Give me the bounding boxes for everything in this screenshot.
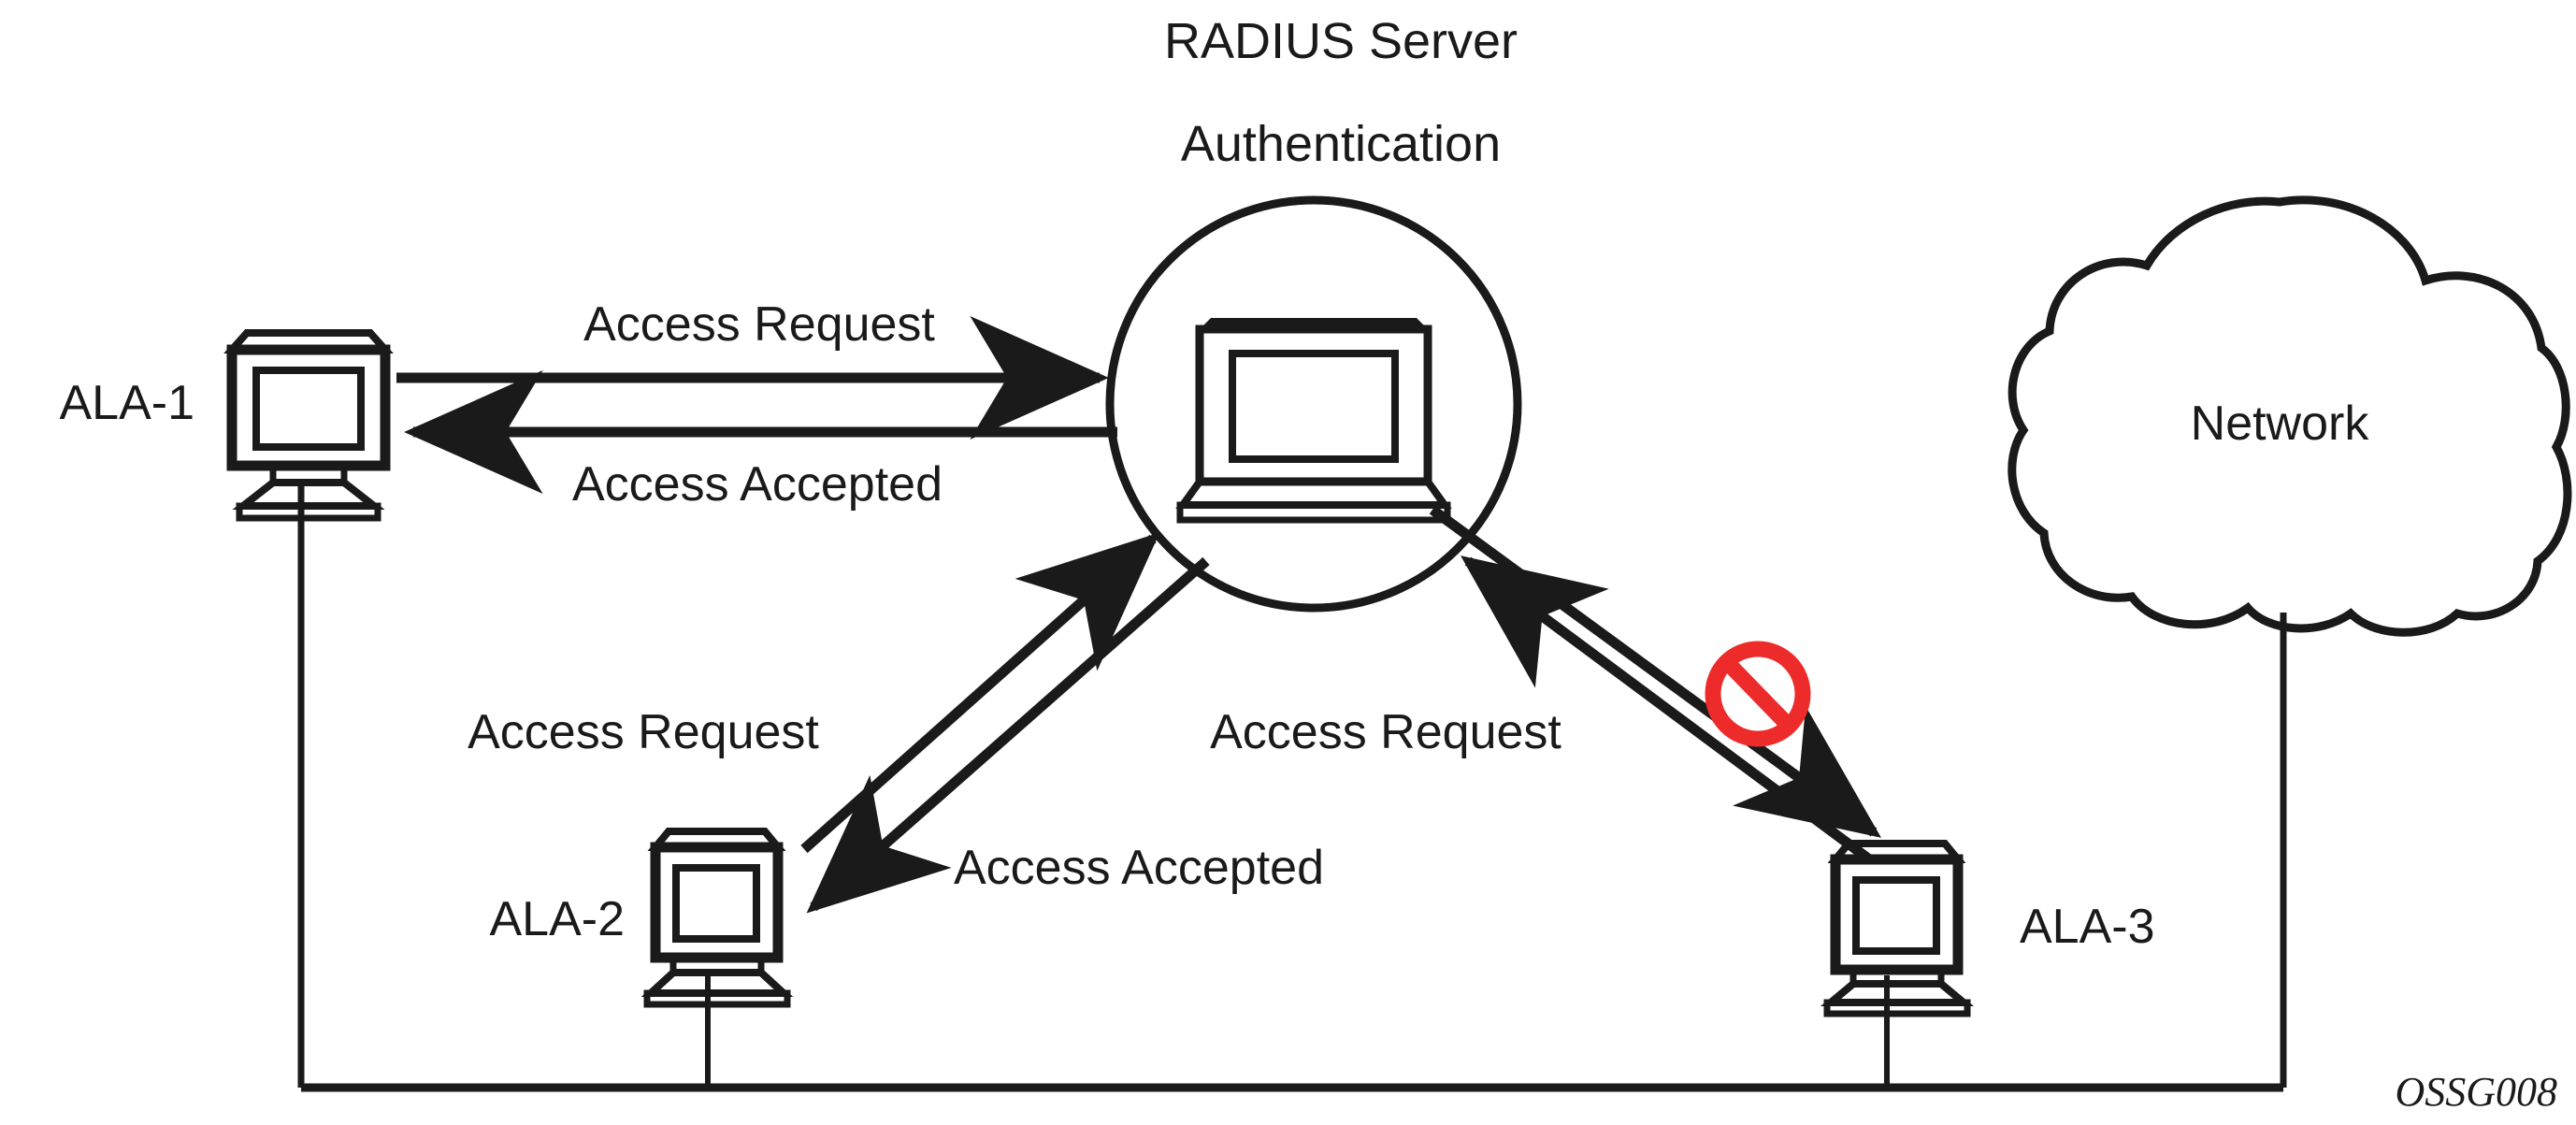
- workstation-ala-3[interactable]: ALA-3: [1820, 840, 2155, 1017]
- radius-server-node[interactable]: [1105, 195, 1522, 613]
- flow-ala3-rejected-arrow: [1429, 505, 1881, 838]
- workstation-ala-2[interactable]: ALA-2: [489, 828, 794, 1008]
- network-bus: [297, 479, 2287, 1092]
- ala-2-screen: [672, 864, 760, 943]
- flow-ala2-accepted-arrow: [806, 556, 1210, 914]
- ala-2-label: ALA-2: [489, 892, 625, 946]
- network-cloud-node[interactable]: Network: [2008, 195, 2572, 637]
- cloud-outline: [2008, 195, 2572, 637]
- laptop-screen: [1229, 350, 1399, 463]
- ala-3-label: ALA-3: [2020, 900, 2155, 954]
- laptop-icon: [1175, 318, 1452, 524]
- flow-label-access-request-3: Access Request: [1210, 705, 1561, 759]
- flow-ala2-request-arrow: [800, 532, 1160, 854]
- prohibition-icon: [1705, 641, 1811, 747]
- flow-label-access-request-2: Access Request: [468, 705, 819, 759]
- ala-1-screen: [252, 367, 365, 451]
- watermark-label: OSSG008: [2395, 1069, 2557, 1115]
- diagram-title-line-2: Authentication: [1181, 116, 1501, 172]
- diagram-title-line-1: RADIUS Server: [1164, 13, 1518, 69]
- workstation-ala-1[interactable]: ALA-1: [59, 329, 394, 522]
- flow-label-access-accepted-1: Access Accepted: [572, 457, 943, 512]
- flow-label-access-accepted-2: Access Accepted: [954, 841, 1324, 895]
- flow-label-access-request-1: Access Request: [583, 297, 935, 352]
- server-circle: [1105, 195, 1522, 613]
- ala-3-screen: [1852, 876, 1940, 955]
- cloud-label: Network: [2191, 397, 2370, 451]
- ala-1-label: ALA-1: [59, 376, 194, 430]
